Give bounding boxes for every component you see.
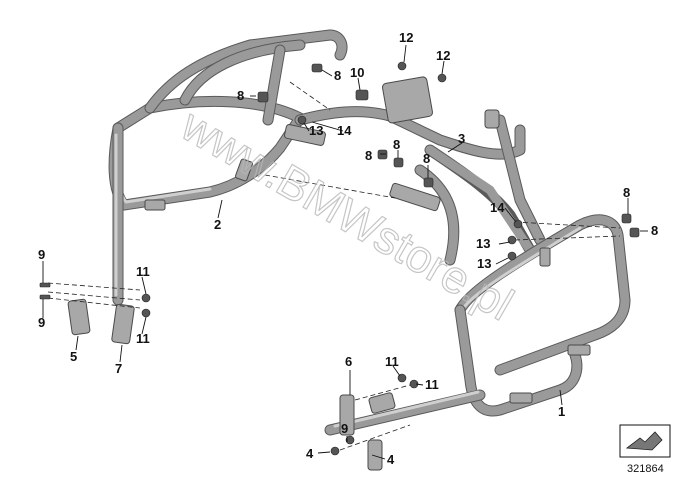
callout-13-c: 13 — [477, 256, 491, 271]
diagram-direction-icon — [619, 424, 671, 458]
callout-8-a: 8 — [237, 88, 244, 103]
callout-4-right: 4 — [387, 452, 395, 467]
callout-13-b: 13 — [476, 236, 490, 251]
reference-number: 321864 — [627, 463, 664, 475]
callout-4-left: 4 — [306, 446, 314, 461]
callout-7: 7 — [115, 361, 122, 376]
callout-11-b: 11 — [136, 331, 150, 346]
callout-12-b: 12 — [436, 48, 450, 63]
callout-8-d: 8 — [393, 137, 400, 152]
callout-1: 1 — [558, 404, 565, 419]
callout-8-f: 8 — [623, 185, 630, 200]
callout-9-a: 9 — [38, 247, 45, 262]
callout-3: 3 — [458, 131, 465, 146]
callout-9-c: 9 — [341, 421, 348, 436]
callout-10: 10 — [350, 65, 364, 80]
bracket-part-5 — [67, 298, 91, 336]
frame-part-3 — [294, 76, 546, 266]
frame-part-2 — [108, 29, 348, 306]
callout-2: 2 — [214, 217, 221, 232]
callout-8-e: 8 — [423, 151, 430, 166]
frame-part-1 — [324, 214, 631, 436]
assembly-lines — [47, 81, 621, 451]
callout-6: 6 — [345, 354, 352, 369]
callout-12-a: 12 — [399, 30, 413, 45]
callout-5: 5 — [70, 349, 77, 364]
callout-8-g: 8 — [651, 223, 658, 238]
callout-numbers: 1 2 3 4 4 5 6 7 8 8 8 8 8 8 8 9 9 9 10 1… — [38, 30, 658, 467]
fasteners — [39, 61, 640, 456]
callout-9-b: 9 — [38, 315, 45, 330]
callout-8-b: 8 — [334, 68, 341, 83]
callout-11-c: 11 — [385, 354, 399, 369]
clamp-part-6 — [339, 392, 396, 471]
callout-11-a: 11 — [136, 264, 150, 279]
callout-14-a: 14 — [337, 123, 352, 138]
callout-11-d: 11 — [425, 377, 439, 392]
bracket-part-7 — [111, 303, 135, 345]
callout-8-c: 8 — [365, 148, 372, 163]
leader-lines — [42, 44, 648, 460]
callout-13-a: 13 — [309, 123, 323, 138]
callout-14-b: 14 — [490, 200, 505, 215]
